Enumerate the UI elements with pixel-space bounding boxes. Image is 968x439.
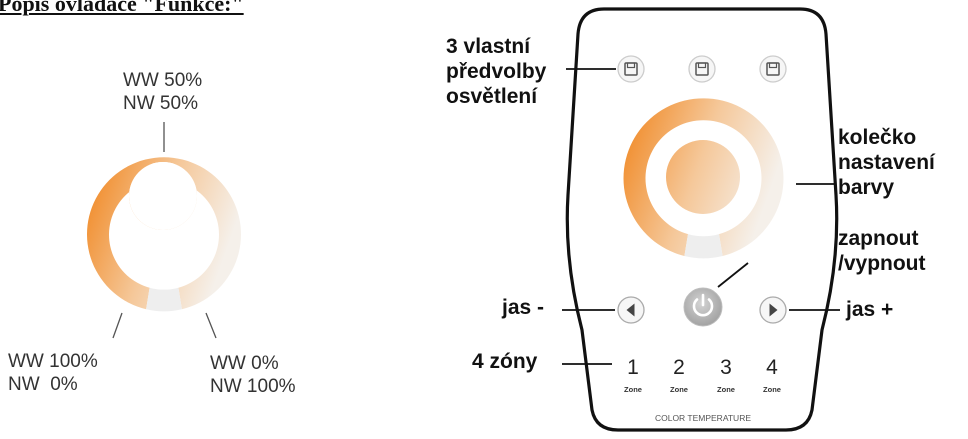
- preset-button-2[interactable]: [688, 55, 716, 83]
- color-wheel-left: [87, 122, 242, 339]
- zone-number: 1: [627, 356, 639, 379]
- wheel-center-left: [129, 162, 197, 230]
- callout-brightness-up: jas +: [846, 298, 894, 321]
- zone-button-2[interactable]: 2 Zone: [670, 356, 688, 394]
- zone-button-1[interactable]: 1 Zone: [624, 356, 642, 394]
- wheel-label-top: WW 50% NW 50%: [123, 69, 202, 115]
- callout-brightness-down: jas -: [502, 296, 545, 319]
- color-wheel-remote[interactable]: [623, 98, 784, 259]
- callout-power-line1: zapnout: [838, 227, 919, 250]
- remote-body: [565, 7, 839, 432]
- wheel-label-top-ww: WW 50%: [123, 70, 203, 91]
- wheel-ring-remote: [623, 98, 784, 256]
- zone-caption: Zone: [670, 385, 688, 394]
- callout-zones: 4 zóny: [472, 350, 538, 373]
- leader-power: [717, 262, 749, 288]
- power-button[interactable]: [683, 287, 723, 327]
- preset-button-3[interactable]: [759, 55, 787, 83]
- zone-caption: Zone: [717, 385, 735, 394]
- callout-wheel-line1: kolečko: [838, 126, 917, 149]
- wheel-gap-left: [146, 287, 182, 312]
- zone-caption: Zone: [763, 385, 781, 394]
- wheel-label-right-ww: WW 0%: [210, 353, 279, 374]
- preset-button-1[interactable]: [617, 55, 645, 83]
- callout-wheel-line2: nastavení: [838, 151, 935, 174]
- callout-wheel-line3: barvy: [838, 176, 895, 199]
- zone-button-3[interactable]: 3 Zone: [717, 356, 735, 394]
- wheel-label-left: WW 100% NW 0%: [8, 350, 98, 396]
- zone-caption: Zone: [624, 385, 642, 394]
- arrow-left-icon: [626, 303, 635, 317]
- callout-presets-line2: předvolby: [446, 60, 547, 83]
- leader-left: [112, 312, 123, 339]
- zone-button-4[interactable]: 4 Zone: [763, 356, 781, 394]
- remote-footer-label: COLOR TEMPERATURE: [655, 413, 751, 423]
- power-icon: [692, 293, 714, 317]
- wheel-gap-remote: [684, 234, 723, 259]
- callout-presets-line3: osvětlení: [446, 85, 538, 108]
- leader-right: [205, 312, 217, 339]
- callout-presets-line1: 3 vlastní: [446, 35, 531, 58]
- wheel-ring-left: [87, 157, 242, 310]
- callout-power-line2: /vypnout: [838, 252, 926, 275]
- page-heading: Popis ovladače "Funkce:": [0, 0, 244, 16]
- callout-presets: 3 vlastní předvolby osvětlení: [446, 34, 546, 109]
- wheel-label-right: WW 0% NW 100%: [210, 352, 296, 398]
- brightness-down-button[interactable]: [617, 296, 645, 324]
- wheel-label-left-ww: WW 100%: [8, 351, 98, 372]
- wheel-label-top-nw: NW 50%: [123, 93, 198, 114]
- arrow-right-icon: [769, 303, 778, 317]
- wheel-label-left-nw: NW 0%: [8, 374, 78, 395]
- callout-power: zapnout /vypnout: [838, 226, 926, 276]
- zone-number: 2: [673, 356, 685, 379]
- zone-number: 4: [766, 356, 778, 379]
- brightness-up-button[interactable]: [759, 296, 787, 324]
- callout-wheel: kolečko nastavení barvy: [838, 125, 935, 200]
- zone-number: 3: [720, 356, 732, 379]
- wheel-label-right-nw: NW 100%: [210, 376, 296, 397]
